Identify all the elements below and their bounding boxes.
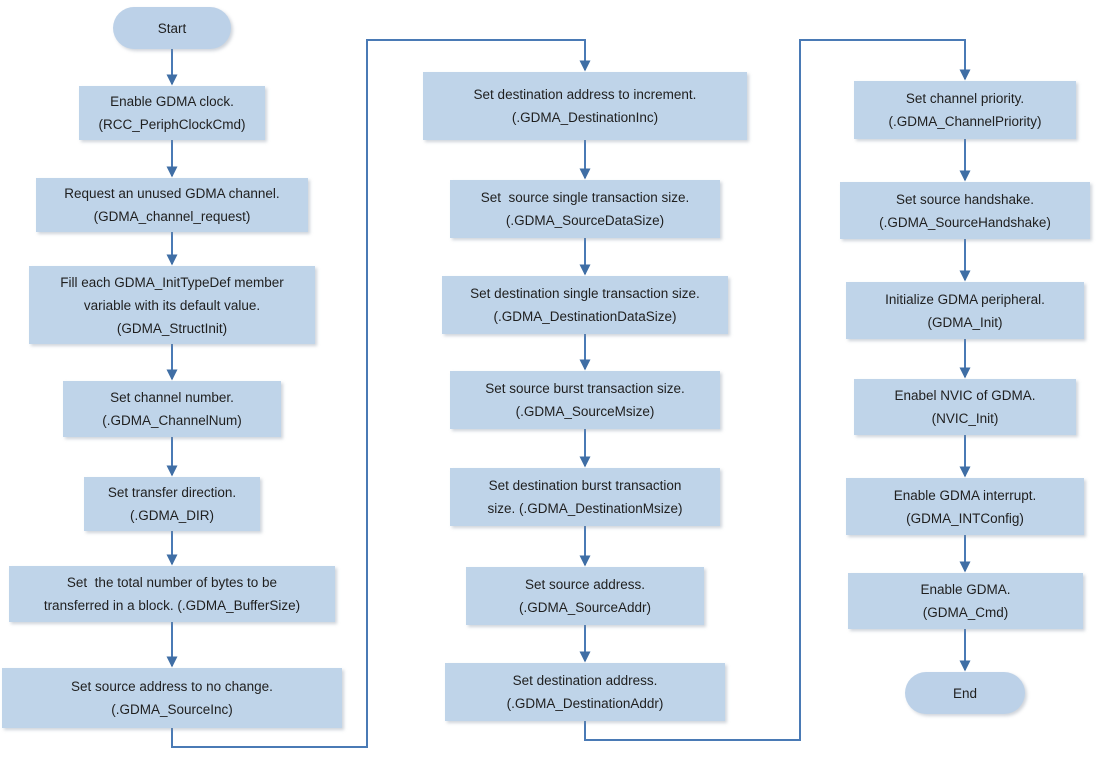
node-enable-gdma-clock: Enable GDMA clock. (RCC_PeriphClockCmd) bbox=[79, 86, 265, 140]
node-gdma-init: Initialize GDMA peripheral. (GDMA_Init) bbox=[846, 282, 1084, 339]
connector-col2-to-col3 bbox=[584, 39, 971, 741]
node-end: End bbox=[905, 672, 1025, 714]
node-source-msize: Set source burst transaction size. (.GDM… bbox=[450, 371, 720, 429]
node-channel-num: Set channel number. (.GDMA_ChannelNum) bbox=[63, 381, 281, 437]
node-source-addr: Set source address. (.GDMA_SourceAddr) bbox=[466, 567, 704, 625]
node-channel-priority: Set channel priority. (.GDMA_ChannelPrio… bbox=[854, 81, 1076, 139]
node-buffer-size: Set the total number of bytes to be tran… bbox=[9, 566, 335, 622]
node-destination-inc: Set destination address to increment. (.… bbox=[423, 72, 747, 140]
node-source-handshake: Set source handshake. (.GDMA_SourceHands… bbox=[840, 182, 1090, 239]
node-nvic-init: Enabel NVIC of GDMA. (NVIC_Init) bbox=[854, 379, 1076, 435]
node-destination-msize: Set destination burst transaction size. … bbox=[450, 468, 720, 526]
node-source-data-size: Set source single transaction size. (.GD… bbox=[450, 180, 720, 238]
node-start: Start bbox=[113, 7, 231, 49]
node-source-inc: Set source address to no change. (.GDMA_… bbox=[2, 668, 342, 728]
node-gdma-cmd: Enable GDMA. (GDMA_Cmd) bbox=[848, 573, 1083, 629]
node-struct-init: Fill each GDMA_InitTypeDef member variab… bbox=[29, 266, 315, 344]
node-gdma-int-config: Enable GDMA interrupt. (GDMA_INTConfig) bbox=[846, 478, 1084, 535]
node-transfer-direction: Set transfer direction. (.GDMA_DIR) bbox=[84, 477, 260, 531]
node-destination-addr: Set destination address. (.GDMA_Destinat… bbox=[445, 663, 725, 721]
node-request-channel: Request an unused GDMA channel. (GDMA_ch… bbox=[36, 178, 308, 232]
connector-col1-to-col2 bbox=[171, 39, 591, 748]
node-destination-data-size: Set destination single transaction size.… bbox=[442, 276, 728, 334]
